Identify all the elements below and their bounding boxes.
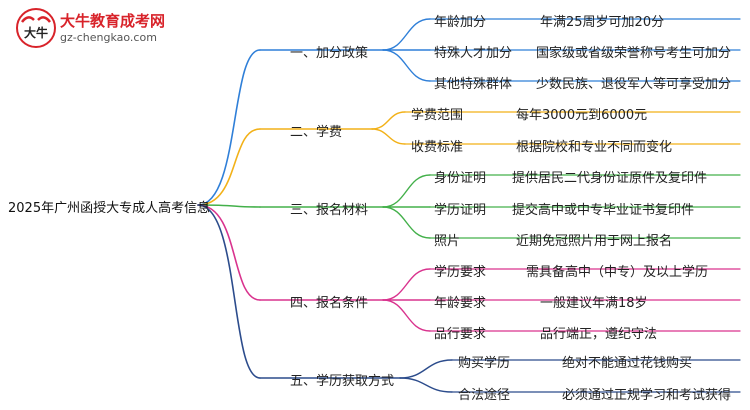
leaf-connector	[371, 111, 406, 130]
branch-tuition: 二、学费	[290, 125, 343, 140]
logo-title: 大牛教育成考网	[60, 12, 166, 30]
leaf-label: 年龄加分	[434, 15, 487, 30]
leaf-label: 收费标准	[411, 140, 464, 155]
leaf-value: 一般建议年满18岁	[540, 296, 648, 311]
leaf-connector	[399, 359, 453, 379]
leaf-value: 近期免冠照片用于网上报名	[516, 234, 673, 249]
leaf-label: 身份证明	[434, 171, 487, 186]
leaf-value: 必须通过正规学习和考试获得	[562, 388, 732, 403]
leaf-value: 每年3000元到6000元	[516, 108, 648, 123]
leaf-label: 购买学历	[458, 356, 511, 371]
leaf-value: 提交高中或中专毕业证书复印件	[512, 203, 695, 218]
leaf-label: 合法途径	[458, 388, 511, 403]
branch-connector	[197, 128, 261, 206]
branch-connector	[197, 204, 261, 379]
leaf-label: 学费范围	[411, 108, 464, 123]
bull-logo-icon: 大牛	[16, 8, 56, 48]
leaf-connector	[382, 206, 431, 239]
leaf-connector	[382, 174, 431, 208]
branch-connector	[197, 204, 261, 208]
leaf-label: 其他特殊群体	[434, 77, 513, 92]
leaf-value: 国家级或省级荣誉称号考生可加分	[536, 46, 732, 61]
leaf-connector	[382, 49, 431, 82]
leaf-label: 品行要求	[434, 327, 487, 342]
leaf-value: 提供居民二代身份证原件及复印件	[512, 171, 708, 186]
leaf-value: 少数民族、退役军人等可享受加分	[536, 77, 732, 92]
leaf-label: 学历要求	[434, 265, 487, 280]
leaf-value: 品行端正，遵纪守法	[540, 327, 658, 342]
leaf-label: 年龄要求	[434, 296, 487, 311]
branch-requirements: 四、报名条件	[290, 296, 369, 311]
branch-degree-methods: 五、学历获取方式	[290, 374, 395, 389]
leaf-connector	[382, 268, 431, 301]
leaf-label: 特殊人才加分	[434, 46, 513, 61]
leaf-connector	[382, 18, 431, 51]
leaf-value: 需具备高中（中专）及以上学历	[526, 265, 709, 280]
leaf-value: 根据院校和专业不同而变化	[516, 140, 673, 155]
leaf-label: 学历证明	[434, 203, 487, 218]
branch-connector	[197, 49, 261, 206]
logo-mark-text: 大牛	[24, 25, 48, 40]
branch-connector	[197, 204, 261, 301]
leaf-value: 绝对不能通过花钱购买	[562, 356, 693, 371]
leaf-label: 照片	[434, 234, 461, 249]
leaf-connector	[371, 128, 406, 145]
leaf-value: 年满25周岁可加20分	[540, 15, 665, 30]
leaf-connector	[382, 299, 431, 332]
logo-url: gz-chengkao.com	[60, 31, 157, 44]
leaf-connector	[399, 377, 453, 393]
branch-materials: 三、报名材料	[290, 203, 369, 218]
site-logo[interactable]: 大牛 大牛教育成考网 gz-chengkao.com	[14, 6, 214, 50]
root-topic: 2025年广州函授大专成人高考信息	[8, 201, 211, 216]
branch-bonus-policy: 一、加分政策	[290, 46, 369, 61]
